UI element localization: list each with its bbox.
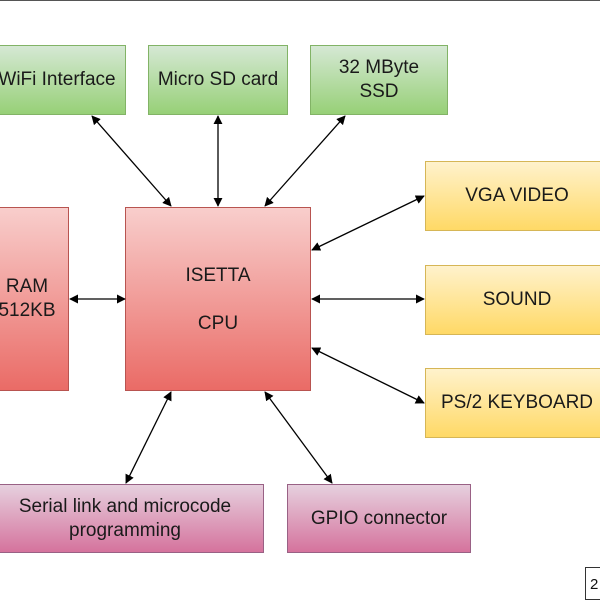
ram-label: RAM 512KB: [0, 276, 56, 321]
ps2-keyboard-label: PS/2 KEYBOARD: [440, 392, 594, 413]
cpu-label: ISETTA CPU: [185, 265, 251, 334]
arrow-wifi-cpu: [91, 115, 172, 207]
micro-sd-card-block: Micro SD card: [148, 45, 288, 115]
wifi-interface-label: WiFi Interface: [0, 69, 116, 90]
arrow-cpu-keyboard: [311, 347, 425, 404]
gpio-connector-block: GPIO connector: [287, 484, 471, 553]
arrow-ssd-cpu: [264, 115, 346, 207]
arrow-cpu-gpio: [264, 391, 333, 484]
micro-sd-card-label: Micro SD card: [157, 69, 279, 90]
ssd-label: 32 MByte SSD: [338, 57, 420, 102]
diagram-frame-top: [0, 0, 600, 1]
vga-video-block: VGA VIDEO: [425, 161, 600, 231]
page-number-box: 2: [585, 567, 600, 600]
wifi-interface-block: WiFi Interface: [0, 45, 126, 115]
sound-label: SOUND: [482, 289, 552, 310]
ssd-block: 32 MByte SSD: [310, 45, 448, 115]
page-number: 2: [590, 576, 599, 593]
serial-link-block: Serial link and microcode programming: [0, 484, 264, 553]
arrow-cpu-vga: [311, 195, 425, 251]
arrow-cpu-serial: [125, 391, 172, 484]
gpio-connector-label: GPIO connector: [310, 507, 448, 529]
serial-link-label: Serial link and microcode programming: [18, 495, 232, 541]
ram-block: RAM 512KB: [0, 207, 69, 391]
ps2-keyboard-block: PS/2 KEYBOARD: [425, 368, 600, 438]
vga-video-label: VGA VIDEO: [465, 185, 569, 206]
cpu-block: ISETTA CPU: [125, 207, 311, 391]
sound-block: SOUND: [425, 265, 600, 335]
